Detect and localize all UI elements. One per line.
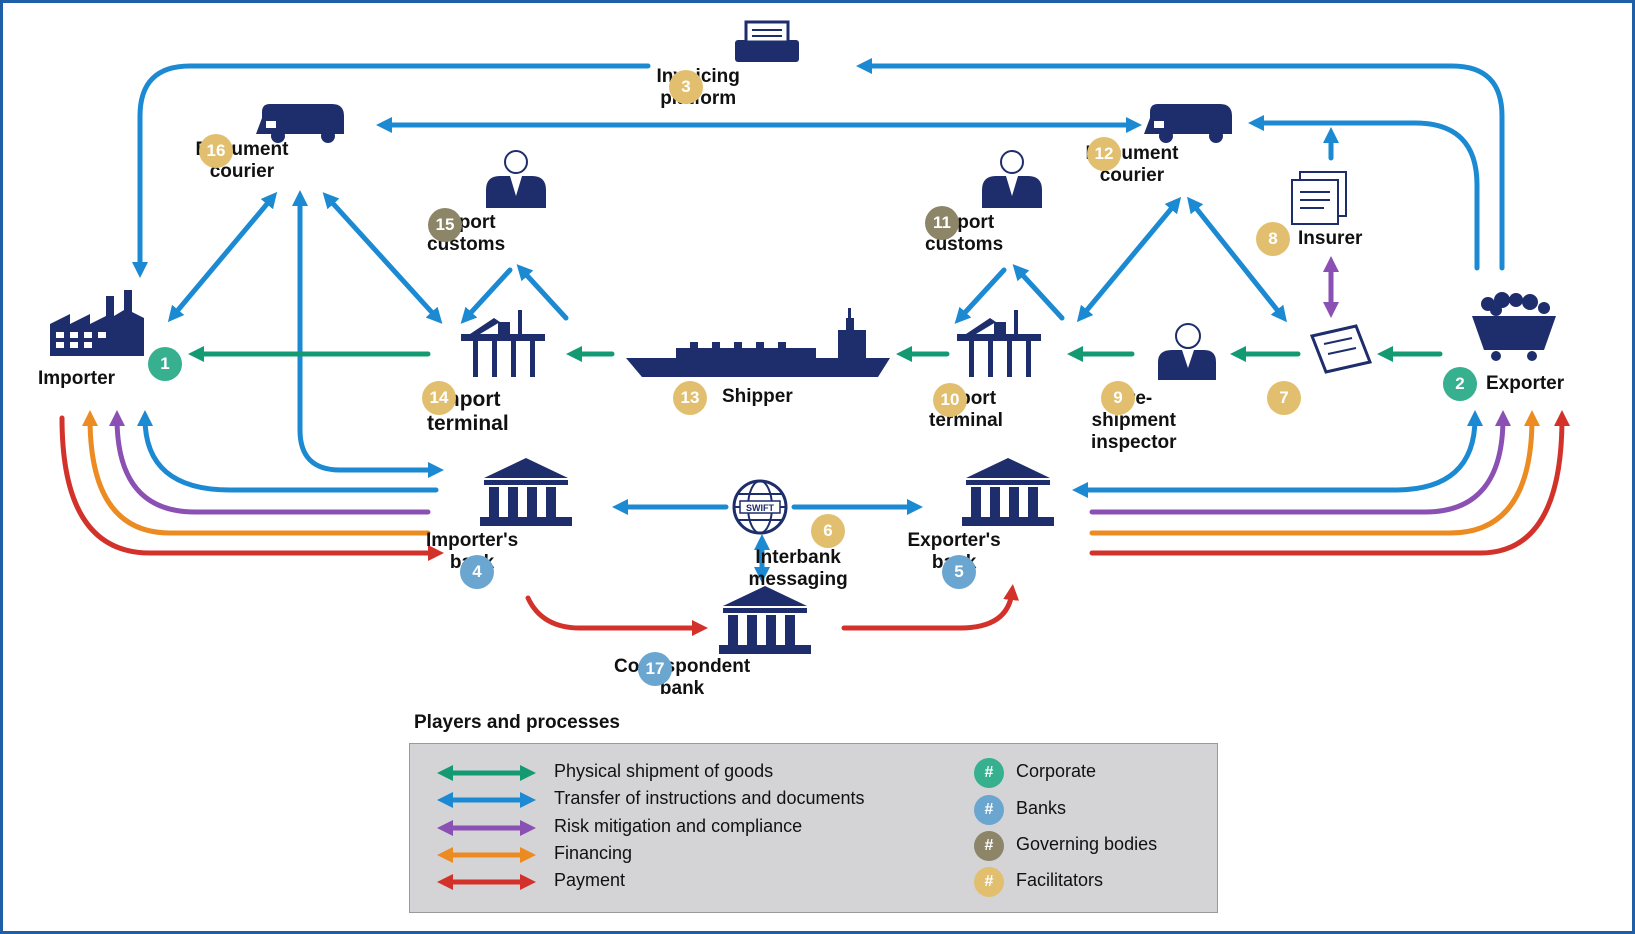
label-line: Correspondent bbox=[614, 656, 751, 677]
legend-process-label: Transfer of instructions and documents bbox=[554, 788, 865, 808]
factory-icon bbox=[50, 290, 144, 356]
node-label-exporter: Exporter bbox=[1486, 373, 1565, 394]
node-label-correspondent-bank: Correspondent bank bbox=[614, 656, 750, 700]
legend-process-label: Physical shipment of goods bbox=[554, 761, 774, 781]
globe-icon: SWIFT bbox=[732, 479, 788, 535]
arrow-importer-to-importers-bank bbox=[137, 410, 439, 493]
arrow-correspondent-to-exporters-bank bbox=[841, 584, 1020, 631]
instruction-arrows bbox=[131, 57, 1505, 584]
arrow-courier16-importers-bank bbox=[291, 189, 445, 479]
van-icon bbox=[256, 104, 344, 143]
badge-13: 13 bbox=[673, 381, 707, 415]
bank-building-icon bbox=[962, 458, 1054, 526]
arrow-export-terminal-to-customs bbox=[1012, 264, 1065, 321]
node-label-interbank-messaging: Interbank messaging bbox=[749, 547, 848, 591]
legend-player-badge: # bbox=[974, 867, 1004, 897]
badge-7: 7 bbox=[1267, 381, 1301, 415]
van-icon bbox=[1144, 104, 1232, 143]
badge-10: 10 bbox=[933, 383, 967, 417]
printer-icon bbox=[735, 20, 799, 62]
left-payment-arrow bbox=[59, 415, 445, 562]
badge-15: 15 bbox=[428, 208, 462, 242]
label-line: terminal bbox=[427, 412, 509, 435]
badge-11: 11 bbox=[925, 206, 959, 240]
node-label-importer: Importer bbox=[38, 368, 116, 389]
badge-6: 6 bbox=[811, 514, 845, 548]
legend-process-label: Payment bbox=[554, 870, 626, 890]
customs-officer-icon bbox=[486, 150, 546, 208]
badge-2: 2 bbox=[1443, 367, 1477, 401]
badge-8: 8 bbox=[1256, 222, 1290, 256]
arrow-courier16-importer bbox=[167, 191, 278, 323]
left-risk-arrow bbox=[109, 410, 431, 515]
label-line: Interbank bbox=[755, 547, 841, 568]
arrow-export-customs-to-terminal bbox=[954, 267, 1007, 324]
oil-terminal-icon bbox=[957, 310, 1041, 377]
badge-9: 9 bbox=[1101, 381, 1135, 415]
label-line: courier bbox=[209, 161, 275, 182]
arrow-exporters-bank-exporter bbox=[1071, 410, 1483, 499]
mine-cart-icon bbox=[1472, 292, 1556, 361]
legend-box: Physical shipment of goods Transfer of i… bbox=[409, 743, 1218, 913]
correspondent-payment bbox=[525, 584, 1020, 637]
arrow-exporter-to-courier12 bbox=[1247, 114, 1480, 271]
cargo-ship-icon bbox=[626, 308, 890, 377]
legend-player-label: Banks bbox=[1016, 798, 1067, 818]
documents-icon bbox=[1291, 171, 1347, 225]
inspector-icon bbox=[1158, 323, 1216, 380]
bank-building-icon bbox=[480, 458, 572, 526]
arrow-courier12-export-terminal bbox=[1076, 196, 1182, 323]
swift-icon-text: SWIFT bbox=[746, 503, 774, 513]
badge-12: 12 bbox=[1087, 137, 1121, 171]
arrow-import-terminal-to-customs bbox=[516, 264, 569, 321]
badge-4: 4 bbox=[460, 555, 494, 589]
node-label-shipper: Shipper bbox=[722, 386, 793, 407]
label-line: inspector bbox=[1091, 432, 1177, 453]
arrow-importers-bank-to-correspondent bbox=[525, 595, 709, 637]
right-risk-arrow bbox=[1089, 410, 1511, 515]
arrow-import-customs-to-terminal bbox=[460, 267, 513, 324]
label-line: bank bbox=[659, 678, 705, 699]
legend-process-label: Risk mitigation and compliance bbox=[554, 816, 803, 836]
legend-player-label: Governing bodies bbox=[1016, 834, 1158, 854]
label-line: courier bbox=[1099, 165, 1165, 186]
bank-building-icon bbox=[719, 586, 811, 654]
legend-player-badge: # bbox=[974, 795, 1004, 825]
badge-16: 16 bbox=[199, 134, 233, 168]
legend-process-label: Financing bbox=[554, 843, 633, 863]
arrow-courier12-inspector bbox=[1187, 196, 1287, 323]
right-payment-arrow bbox=[1089, 410, 1570, 556]
right-fan bbox=[1089, 410, 1570, 556]
left-fan bbox=[59, 410, 445, 562]
badge-14: 14 bbox=[422, 381, 456, 415]
customs-officer-icon bbox=[982, 150, 1042, 208]
badge-17: 17 bbox=[638, 652, 672, 686]
left-financing-arrow bbox=[82, 410, 431, 536]
arrow-invoicing-to-importer bbox=[131, 63, 651, 279]
legend-player-badge: # bbox=[974, 758, 1004, 788]
arrow-exporter-to-invoicing bbox=[855, 57, 1505, 271]
legend-player-badge: # bbox=[974, 831, 1004, 861]
contract-icon bbox=[1309, 324, 1373, 374]
legend-player-label: Corporate bbox=[1016, 761, 1097, 781]
node-label-insurer: Insurer bbox=[1298, 228, 1363, 249]
badge-3: 3 bbox=[669, 70, 703, 104]
label-line: shipment bbox=[1091, 410, 1176, 431]
right-financing-arrow bbox=[1089, 410, 1540, 536]
legend-player-label: Facilitators bbox=[1016, 870, 1104, 890]
oil-terminal-icon bbox=[461, 310, 545, 377]
legend-title: Players and processes bbox=[414, 712, 620, 733]
icons: SWIFT bbox=[50, 20, 1556, 654]
arrow-courier16-import-terminal bbox=[322, 192, 443, 324]
legend-arrows bbox=[436, 764, 537, 891]
label-line: messaging bbox=[748, 569, 848, 590]
label-line: Exporter's bbox=[907, 530, 1001, 551]
label-line: Importer's bbox=[426, 530, 519, 551]
badge-1: 1 bbox=[148, 347, 182, 381]
badge-5: 5 bbox=[942, 555, 976, 589]
